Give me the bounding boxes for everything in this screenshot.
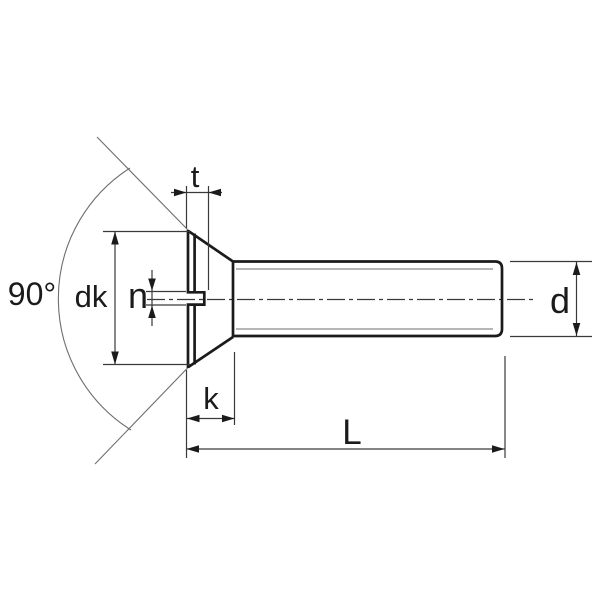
head-angle-arc [57, 167, 132, 431]
dim-total-length [185, 356, 506, 458]
dim-d-arrow-down-icon [572, 323, 581, 336]
head-cone-top-edge [187, 229, 234, 263]
dim-head-height [187, 352, 236, 425]
dim-t-arrow-left-icon [174, 188, 187, 197]
label-head-height: k [203, 381, 219, 416]
label-slot-depth: t [191, 159, 200, 194]
shank-outline [233, 260, 504, 338]
label-total-length: L [342, 413, 361, 452]
dim-k-arrow-right-icon [222, 414, 235, 423]
dim-slot-width [146, 270, 186, 326]
label-thread-diameter: d [550, 280, 570, 321]
dim-head-diameter [103, 230, 190, 366]
dim-slot-depth [171, 186, 222, 290]
slot-section-notch [186, 290, 206, 306]
construction-lines [57, 136, 493, 465]
dim-dk-arrow-up-icon [111, 231, 119, 245]
label-head-diameter: dk [75, 279, 108, 314]
dim-k-arrow-left-icon [187, 414, 200, 423]
cone-angle-extension-bottom-line [94, 367, 189, 465]
dimension-labels: 90° dk n t k L d [8, 159, 570, 452]
dim-n-arrow-down-icon [148, 278, 156, 291]
dim-dk-arrow-down-icon [111, 351, 119, 365]
screw-outline [186, 229, 504, 369]
dim-L-arrow-right-icon [492, 445, 505, 453]
dim-t-arrow-right-icon [208, 188, 221, 197]
head-cone-bottom-edge [187, 335, 234, 369]
label-slot-width: n [128, 275, 148, 316]
dim-n-arrow-up-icon [148, 305, 156, 318]
cone-angle-extension-top-line [96, 136, 190, 232]
dim-thread-diameter [510, 260, 592, 338]
dim-L-arrow-left-icon [186, 445, 199, 453]
dim-d-arrow-up-icon [572, 262, 581, 275]
label-head-angle: 90° [8, 276, 56, 312]
